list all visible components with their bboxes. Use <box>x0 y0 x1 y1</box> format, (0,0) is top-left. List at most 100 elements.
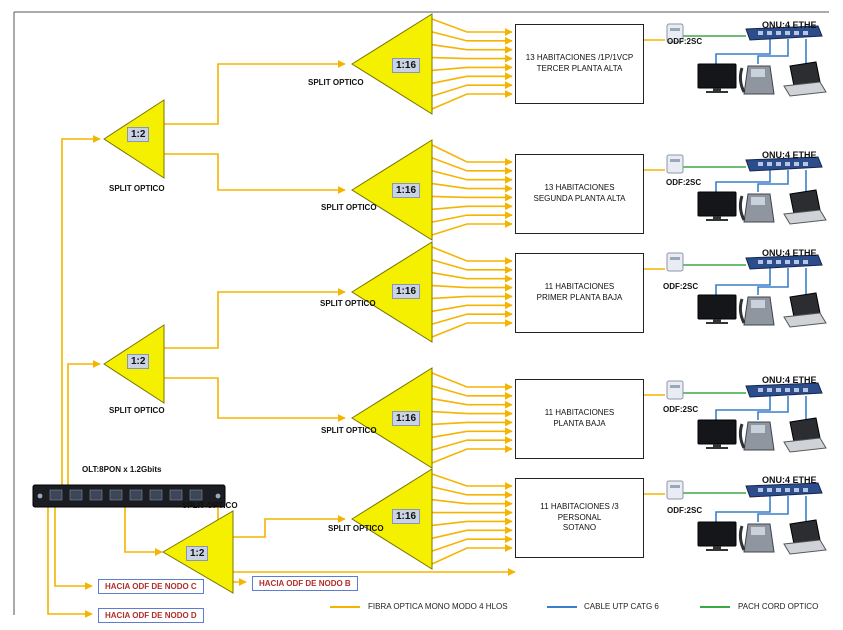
fiber-line <box>431 517 513 527</box>
floor-line: 11 HABITACIONES /3 <box>540 501 619 511</box>
onu-port <box>767 488 772 492</box>
odf-slot <box>670 485 680 488</box>
fiber-line <box>431 144 513 166</box>
fiber-line <box>431 90 513 110</box>
onu-port <box>767 260 772 264</box>
splitter-label: SPLIT OPTICO <box>321 426 377 435</box>
utp-line <box>715 496 771 522</box>
ip-phone-icon <box>738 193 775 223</box>
fiber-line <box>431 202 513 211</box>
splitter-ratio: 1:2 <box>127 127 150 142</box>
legend-label: FIBRA OPTICA MONO MODO 4 HLOS <box>368 602 508 611</box>
olt-led <box>37 493 43 499</box>
olt-led <box>215 493 221 499</box>
monitor-screen <box>697 419 737 445</box>
floor-line: 11 HABITACIONES <box>544 282 615 292</box>
fiber-line <box>431 169 513 184</box>
fiber-line <box>431 319 513 338</box>
laptop-base <box>783 437 827 453</box>
onu-label: ONU:4 ETHE <box>762 20 817 30</box>
onu-chassis <box>745 482 823 498</box>
olt-port <box>189 489 203 501</box>
monitor-screen <box>697 191 737 217</box>
utp-line <box>715 268 771 295</box>
floor-box: 13 HABITACIONES SEGUNDA PLANTA ALTA <box>515 154 644 234</box>
utp-line <box>757 396 789 420</box>
fiber-line <box>431 544 513 565</box>
monitor-icon <box>697 419 737 449</box>
fiber-line <box>431 157 513 175</box>
utp-line <box>757 268 789 295</box>
onu-port <box>785 388 790 392</box>
monitor-icon <box>697 191 737 221</box>
fiber-line <box>431 259 513 274</box>
fiber-line <box>431 31 513 45</box>
odf-label: ODF:2SC <box>663 405 699 414</box>
onu-port <box>758 31 763 35</box>
phone-display <box>751 197 765 205</box>
onu-port <box>794 31 799 35</box>
fiber-line <box>431 193 513 202</box>
utp-line <box>715 39 771 64</box>
odf-slot <box>670 28 680 31</box>
onu-port <box>776 162 781 166</box>
floor-line: 13 HABITACIONES <box>544 183 615 193</box>
splitter-ratio: 1:16 <box>392 411 421 426</box>
laptop-base <box>783 312 827 328</box>
splitter-label: SPLIT OPTICO <box>308 78 364 87</box>
fiber-line <box>431 436 513 451</box>
diagram-shapes <box>32 13 827 594</box>
diagram-frame <box>13 11 829 615</box>
ip-phone-icon <box>738 523 775 553</box>
monitor-neck <box>713 546 721 549</box>
odf-label: ODF:2SC <box>663 282 699 291</box>
onu-port <box>803 162 808 166</box>
splitter-ratio: 1:2 <box>186 546 209 561</box>
onu-label: ONU:4 ETHE <box>762 248 817 258</box>
olt-label: OLT:8PON x 1.2Gbits <box>82 465 162 474</box>
monitor-base <box>706 219 728 221</box>
fiber-line <box>431 271 513 283</box>
fiber-line <box>431 372 513 391</box>
monitor-screen <box>697 294 737 320</box>
utp-line <box>757 39 789 64</box>
floor-line: 13 HABITACIONES /1P/1VCP <box>525 53 634 63</box>
utp-line <box>715 396 771 420</box>
fiber-line <box>431 220 513 236</box>
fiber-line <box>431 246 513 265</box>
laptop-icon <box>783 189 827 225</box>
legend-label: PACH CORD OPTICO <box>738 602 819 611</box>
monitor-neck <box>713 444 721 447</box>
laptop-icon <box>783 519 827 555</box>
floor-box: 11 HABITACIONES /3 PERSONAL SOTANO <box>515 478 644 558</box>
floor-box: 11 HABITACIONES PLANTA BAJA <box>515 379 644 459</box>
floor-box: 13 HABITACIONES /1P/1VCP TERCER PLANTA A… <box>515 24 644 104</box>
onu-chassis <box>745 156 823 172</box>
onu-port <box>785 162 790 166</box>
floor-line: 11 HABITACIONES <box>544 408 615 418</box>
fiber-line <box>431 418 513 427</box>
phone-handset <box>738 67 746 93</box>
onu-label: ONU:4 ETHE <box>762 150 817 160</box>
floor-line: PRIMER PLANTA BAJA <box>536 293 623 302</box>
olt-port <box>69 489 83 501</box>
onu-chassis <box>745 254 823 270</box>
floor-line: PERSONAL <box>557 512 602 522</box>
onu-port <box>803 31 808 35</box>
odf-body <box>666 252 684 272</box>
onu-label: ONU:4 ETHE <box>762 475 817 485</box>
olt-port <box>49 489 63 501</box>
onu-port <box>803 388 808 392</box>
splitter-ratio: 1:2 <box>127 354 150 369</box>
splitter-label: SPLIT OPTICO <box>321 203 377 212</box>
splitter-ratio: 1:16 <box>392 183 421 198</box>
odf-box-icon <box>666 380 684 400</box>
fiber-line <box>431 72 513 85</box>
odf-body <box>666 480 684 500</box>
splitter-label: SPLIT OPTICO <box>328 524 384 533</box>
odf-box-icon <box>666 23 684 43</box>
odf-label: ODF:2SC <box>666 178 702 187</box>
laptop-base <box>783 539 827 555</box>
fiber-line <box>164 60 346 125</box>
splitter-label: SPLIT OPTICO <box>109 406 165 415</box>
